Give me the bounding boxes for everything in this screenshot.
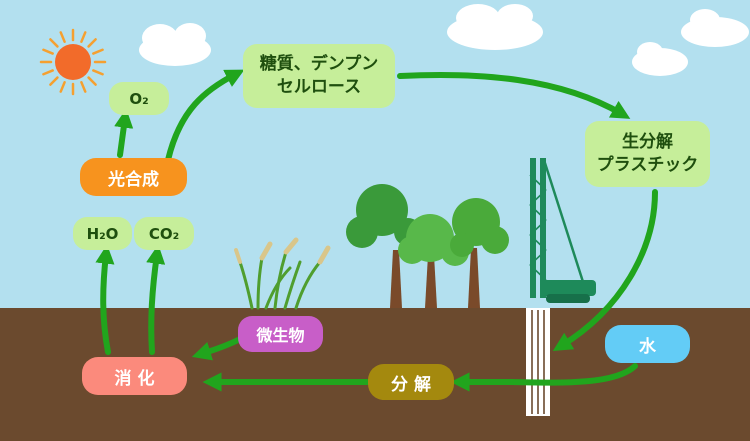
flow-arrows: [95, 69, 658, 392]
node-biodegradable-plastic: 生分解 プラスチック: [585, 121, 710, 187]
node-oxygen: O₂: [109, 82, 169, 115]
sun-ray: [59, 31, 66, 43]
node-water: 水: [605, 325, 690, 363]
drill-pipe: [526, 308, 550, 416]
arrow-sugar-to-bioplastic: [397, 71, 631, 119]
node-water-h2o: H₂O: [73, 217, 132, 250]
sun-ray: [42, 48, 54, 55]
tree-group: [346, 184, 509, 308]
grass-plant: [234, 237, 331, 310]
node-sugar-starch-cellulose: 糖質、デンプン セルロース: [243, 44, 395, 108]
arrow-photosynthesis-to-o2: [114, 108, 134, 158]
sun-ray: [59, 81, 66, 93]
node-decomposition: 分 解: [368, 364, 454, 400]
cloud-left: [139, 23, 211, 66]
sun-ray: [87, 76, 97, 86]
cloud-right: [447, 4, 543, 50]
arrow-water-to-decomposition: [450, 363, 638, 392]
sun-ray: [87, 38, 97, 48]
arrow-digestion-to-co2: [146, 244, 166, 355]
sun-ray: [49, 76, 59, 86]
cloud-far-right: [632, 9, 749, 76]
node-photosynthesis: 光合成: [80, 158, 187, 196]
node-microbes: 微生物: [238, 316, 323, 352]
sun-ray: [80, 81, 87, 93]
sun-ray: [42, 69, 54, 76]
drilling-rig: [529, 158, 596, 303]
arrow-microbes-to-digestion: [191, 337, 241, 361]
node-carbon-dioxide: CO₂: [134, 217, 194, 250]
sun-ray: [92, 69, 104, 76]
sun-icon: [39, 28, 107, 96]
sun-ray: [92, 48, 104, 55]
node-digestion: 消 化: [82, 357, 187, 395]
sun-ray: [49, 38, 59, 48]
arrow-photosynthesis-to-sugar: [165, 69, 245, 163]
sun-ray: [80, 31, 87, 43]
arrow-bioplastic-to-soil: [552, 189, 658, 352]
arrow-digestion-to-h2o: [95, 244, 115, 355]
